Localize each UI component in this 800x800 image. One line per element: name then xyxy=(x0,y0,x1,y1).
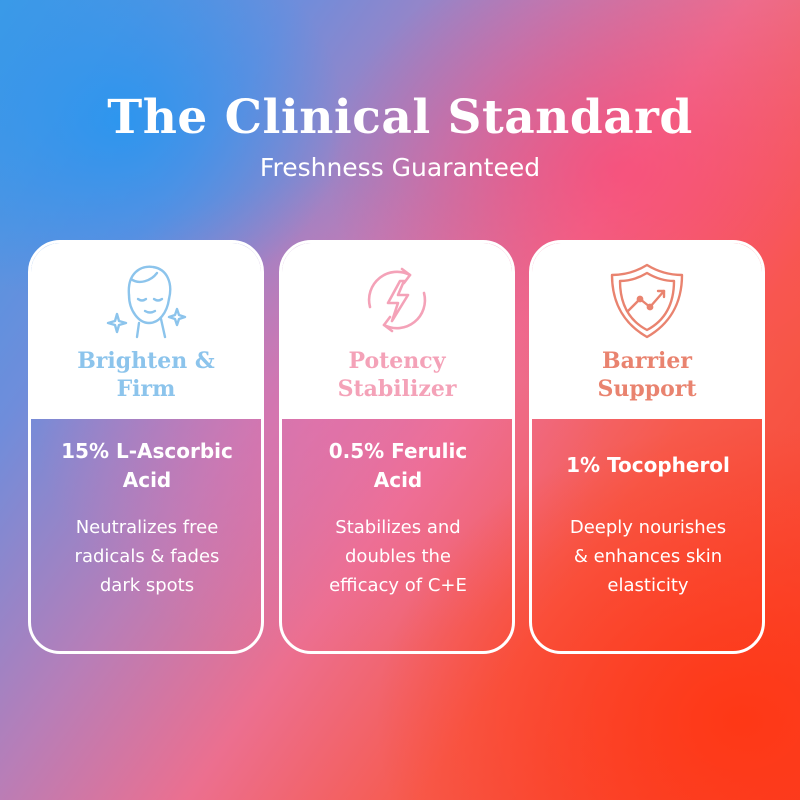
card-name-line: Stabilizer xyxy=(337,376,457,402)
benefit-card-potency: Potency Stabilizer 0.5% Ferulic Acid Sta… xyxy=(279,240,515,654)
card-description: Stabilizes and doubles the efficacy of C… xyxy=(290,513,506,600)
card-description-line: Deeply nourishes xyxy=(569,517,727,538)
card-description-line: radicals & fades xyxy=(74,546,220,567)
card-header: Brighten & Firm xyxy=(31,243,261,419)
card-ingredient-line: 15% L-Ascorbic xyxy=(61,439,233,463)
card-ingredient-line: 1% Tocopherol xyxy=(566,453,730,477)
shield-chart-icon xyxy=(532,255,762,349)
benefit-card-barrier: Barrier Support 1% Tocopherol Deeply nou… xyxy=(529,240,765,654)
card-description-line: Neutralizes free xyxy=(75,517,219,538)
card-name: Potency Stabilizer xyxy=(282,347,512,403)
card-name-line: Barrier xyxy=(602,348,692,374)
card-header: Barrier Support xyxy=(532,243,762,419)
card-description-line: doubles the xyxy=(345,546,451,567)
card-description-line: Stabilizes and xyxy=(335,517,461,538)
card-name-line: Support xyxy=(597,376,697,402)
card-name: Barrier Support xyxy=(532,347,762,403)
benefit-card-brighten: Brighten & Firm 15% L-Ascorbic Acid Neut… xyxy=(28,240,264,654)
card-description-line: efficacy of C+E xyxy=(329,575,467,596)
lightning-cycle-icon xyxy=(282,255,512,349)
face-sparkle-icon xyxy=(31,255,261,349)
card-header: Potency Stabilizer xyxy=(282,243,512,419)
page-title: The Clinical Standard xyxy=(107,90,693,145)
card-description-line: elasticity xyxy=(607,575,689,596)
card-name-line: Firm xyxy=(116,376,176,402)
card-ingredient: 1% Tocopherol xyxy=(540,451,756,480)
card-name: Brighten & Firm xyxy=(31,347,261,403)
page-subtitle: Freshness Guaranteed xyxy=(259,153,541,182)
card-description: Deeply nourishes & enhances skin elastic… xyxy=(540,513,756,600)
card-description: Neutralizes free radicals & fades dark s… xyxy=(39,513,255,600)
card-name-line: Potency xyxy=(348,348,446,374)
card-ingredient: 15% L-Ascorbic Acid xyxy=(39,437,255,495)
card-ingredient-line: 0.5% Ferulic xyxy=(328,439,468,463)
card-ingredient-line: Acid xyxy=(122,468,172,492)
card-name-line: Brighten & xyxy=(77,348,215,374)
card-description-line: dark spots xyxy=(99,575,195,596)
card-ingredient-line: Acid xyxy=(373,468,423,492)
card-ingredient: 0.5% Ferulic Acid xyxy=(290,437,506,495)
card-description-line: & enhances skin xyxy=(573,546,723,567)
